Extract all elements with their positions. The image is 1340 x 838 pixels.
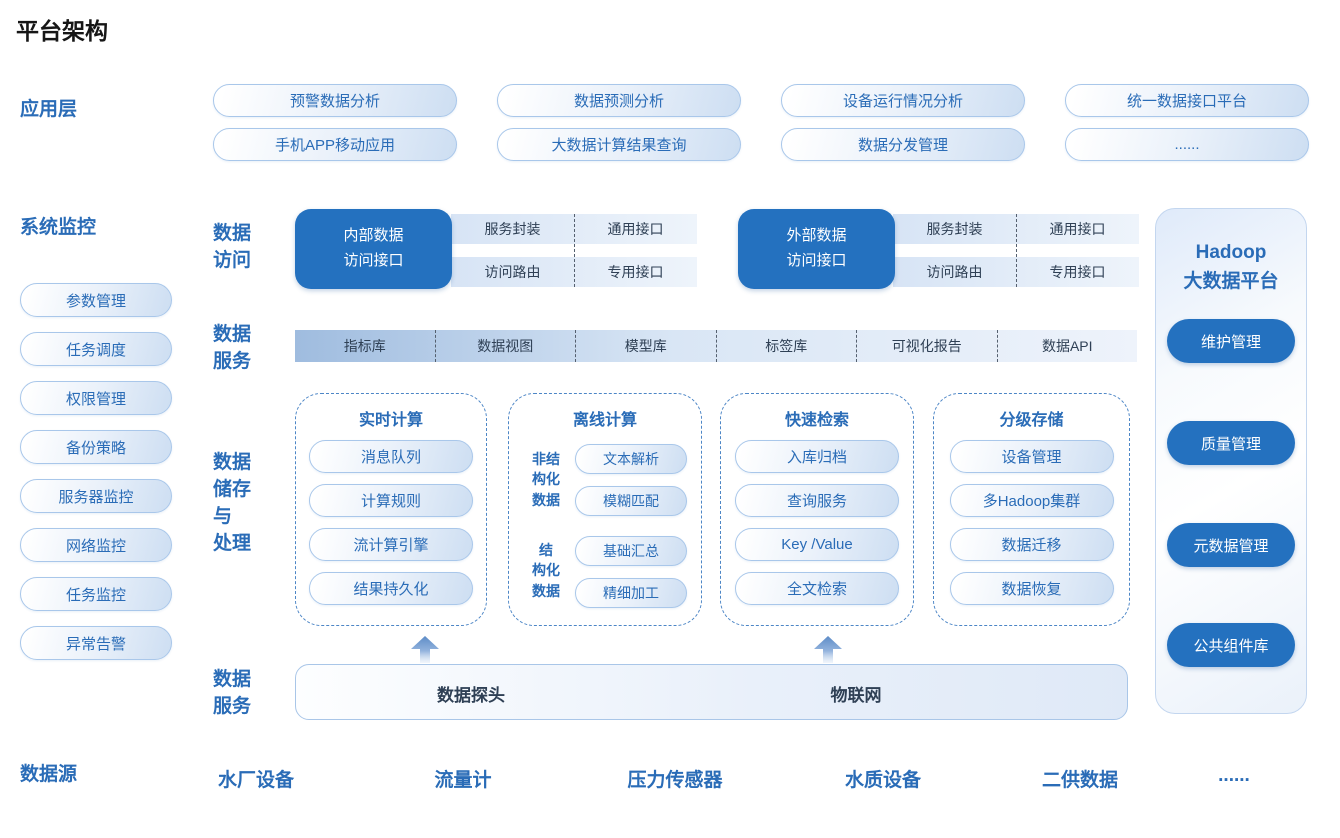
app-pill: 数据分发管理 [781, 128, 1025, 161]
access-cell: 访问路由 [484, 264, 541, 280]
data-ingest-label: 数据 服务 [213, 669, 252, 717]
external-data-access-box: 外部数据 访问接口 [738, 209, 895, 289]
hadoop-button: 公共组件库 [1167, 623, 1295, 667]
data-source-item: 水厂设备 [217, 770, 295, 791]
unstructured-data-label: 非结 构化 数据 [532, 451, 560, 508]
storage-box-title: 分级存储 [999, 412, 1064, 429]
storage-pill: 入库归档 [735, 440, 899, 473]
app-pill: 预警数据分析 [213, 84, 457, 117]
data-service-bar: 指标库 数据视图 模型库 标签库 可视化报告 数据API [295, 330, 1137, 362]
app-pill: 大数据计算结果查询 [497, 128, 741, 161]
storage-pill: 数据迁移 [949, 528, 1114, 561]
service-cell: 数据API [996, 330, 1138, 362]
structured-data-label: 结 构化 数据 [532, 542, 560, 599]
system-monitor-list: 参数管理 任务调度 权限管理 备份策略 服务器监控 网络监控 任务监控 异常告警 [20, 283, 172, 660]
storage-box-pills: 入库归档 查询服务 Key /Value 全文检索 [721, 440, 913, 605]
service-cell: 可视化报告 [856, 330, 997, 362]
storage-box-title: 离线计算 [572, 412, 637, 429]
data-access-label: 数据 访问 [213, 223, 252, 271]
dashed-divider [574, 214, 575, 287]
app-pill: 手机APP移动应用 [213, 128, 457, 161]
storage-pill: 计算规则 [309, 484, 473, 517]
app-pill: 数据预测分析 [497, 84, 741, 117]
sysmon-item: 异常告警 [20, 626, 172, 660]
storage-pill: Key /Value [735, 528, 899, 561]
service-cell: 数据视图 [434, 330, 576, 362]
storage-box-title: 实时计算 [358, 412, 423, 429]
storage-pill: 查询服务 [735, 484, 899, 517]
data-source-item: 二供数据 [1041, 770, 1119, 791]
dashed-divider [1016, 214, 1017, 287]
access-cell: 访问路由 [926, 264, 983, 280]
ingest-item: 物联网 [830, 685, 882, 705]
arrow-up-icon [814, 636, 842, 663]
data-source-label: 数据源 [20, 764, 78, 785]
data-source-item: ...... [1218, 765, 1250, 786]
data-ingest-bar: 数据探头 物联网 [295, 664, 1128, 720]
hadoop-platform-panel: Hadoop 大数据平台 维护管理 质量管理 元数据管理 公共组件库 [1155, 208, 1307, 714]
data-storage-label: 数据 储存 与 处理 [213, 452, 252, 554]
system-monitor-label: 系统监控 [20, 217, 97, 238]
storage-pill: 结果持久化 [309, 572, 473, 605]
storage-box-title: 快速检索 [784, 412, 849, 429]
storage-pill: 精细加工 [575, 578, 687, 608]
sysmon-item: 网络监控 [20, 528, 172, 562]
storage-pill: 文本解析 [575, 444, 687, 474]
storage-pill: 模糊匹配 [575, 486, 687, 516]
data-source-item: 水质设备 [844, 770, 922, 791]
storage-pill: 流计算引擎 [309, 528, 473, 561]
storage-pill: 多Hadoop集群 [949, 484, 1114, 517]
service-cell: 指标库 [343, 338, 386, 354]
access-cell: 服务封装 [484, 221, 541, 237]
storage-pill: 设备管理 [949, 440, 1114, 473]
service-cell: 标签库 [715, 330, 857, 362]
access-group-external-cells: 服务封装 通用接口 访问路由 专用接口 [893, 214, 1139, 300]
app-pill: ...... [1065, 128, 1309, 161]
hadoop-button: 维护管理 [1167, 319, 1295, 363]
storage-pill: 消息队列 [309, 440, 473, 473]
ingest-item: 数据探头 [437, 685, 505, 705]
app-layer-label: 应用层 [20, 99, 78, 120]
sysmon-item: 参数管理 [20, 283, 172, 317]
hadoop-button: 元数据管理 [1167, 523, 1295, 567]
storage-box-tiered: 分级存储 设备管理 多Hadoop集群 数据迁移 数据恢复 [933, 393, 1130, 626]
access-cell: 通用接口 [607, 221, 664, 237]
service-cell: 模型库 [575, 330, 716, 362]
sysmon-item: 权限管理 [20, 381, 172, 415]
internal-data-access-box: 内部数据 访问接口 [295, 209, 452, 289]
storage-box-offline: 离线计算 非结 构化 数据 文本解析 模糊匹配 结 构化 数据 基础汇总 精细加… [508, 393, 702, 626]
storage-pill: 基础汇总 [575, 536, 687, 566]
data-service-label: 数据 服务 [213, 324, 252, 372]
app-layer-pills: 预警数据分析 数据预测分析 设备运行情况分析 统一数据接口平台 手机APP移动应… [213, 84, 1309, 161]
page-title: 平台架构 [16, 18, 108, 44]
storage-box-search: 快速检索 入库归档 查询服务 Key /Value 全文检索 [720, 393, 914, 626]
sysmon-item: 任务调度 [20, 332, 172, 366]
storage-pill: 全文检索 [735, 572, 899, 605]
data-source-item: 压力传感器 [627, 770, 723, 791]
hadoop-panel-title: Hadoop 大数据平台 [1183, 242, 1279, 292]
access-cell: 专用接口 [1049, 264, 1106, 280]
sysmon-item: 备份策略 [20, 430, 172, 464]
access-cell: 通用接口 [1049, 221, 1106, 237]
app-pill: 统一数据接口平台 [1065, 84, 1309, 117]
app-pill: 设备运行情况分析 [781, 84, 1025, 117]
access-cell: 服务封装 [926, 221, 983, 237]
access-group-internal-cells: 服务封装 通用接口 访问路由 专用接口 [451, 214, 697, 300]
storage-box-pills: 设备管理 多Hadoop集群 数据迁移 数据恢复 [934, 440, 1129, 605]
sysmon-item: 服务器监控 [20, 479, 172, 513]
storage-pill: 数据恢复 [949, 572, 1114, 605]
arrow-up-icon [411, 636, 439, 663]
storage-box-pills: 消息队列 计算规则 流计算引擎 结果持久化 [296, 440, 486, 605]
data-source-item: 流量计 [434, 770, 492, 791]
storage-box-realtime: 实时计算 消息队列 计算规则 流计算引擎 结果持久化 [295, 393, 487, 626]
sysmon-item: 任务监控 [20, 577, 172, 611]
access-cell: 专用接口 [607, 264, 664, 280]
hadoop-button: 质量管理 [1167, 421, 1295, 465]
